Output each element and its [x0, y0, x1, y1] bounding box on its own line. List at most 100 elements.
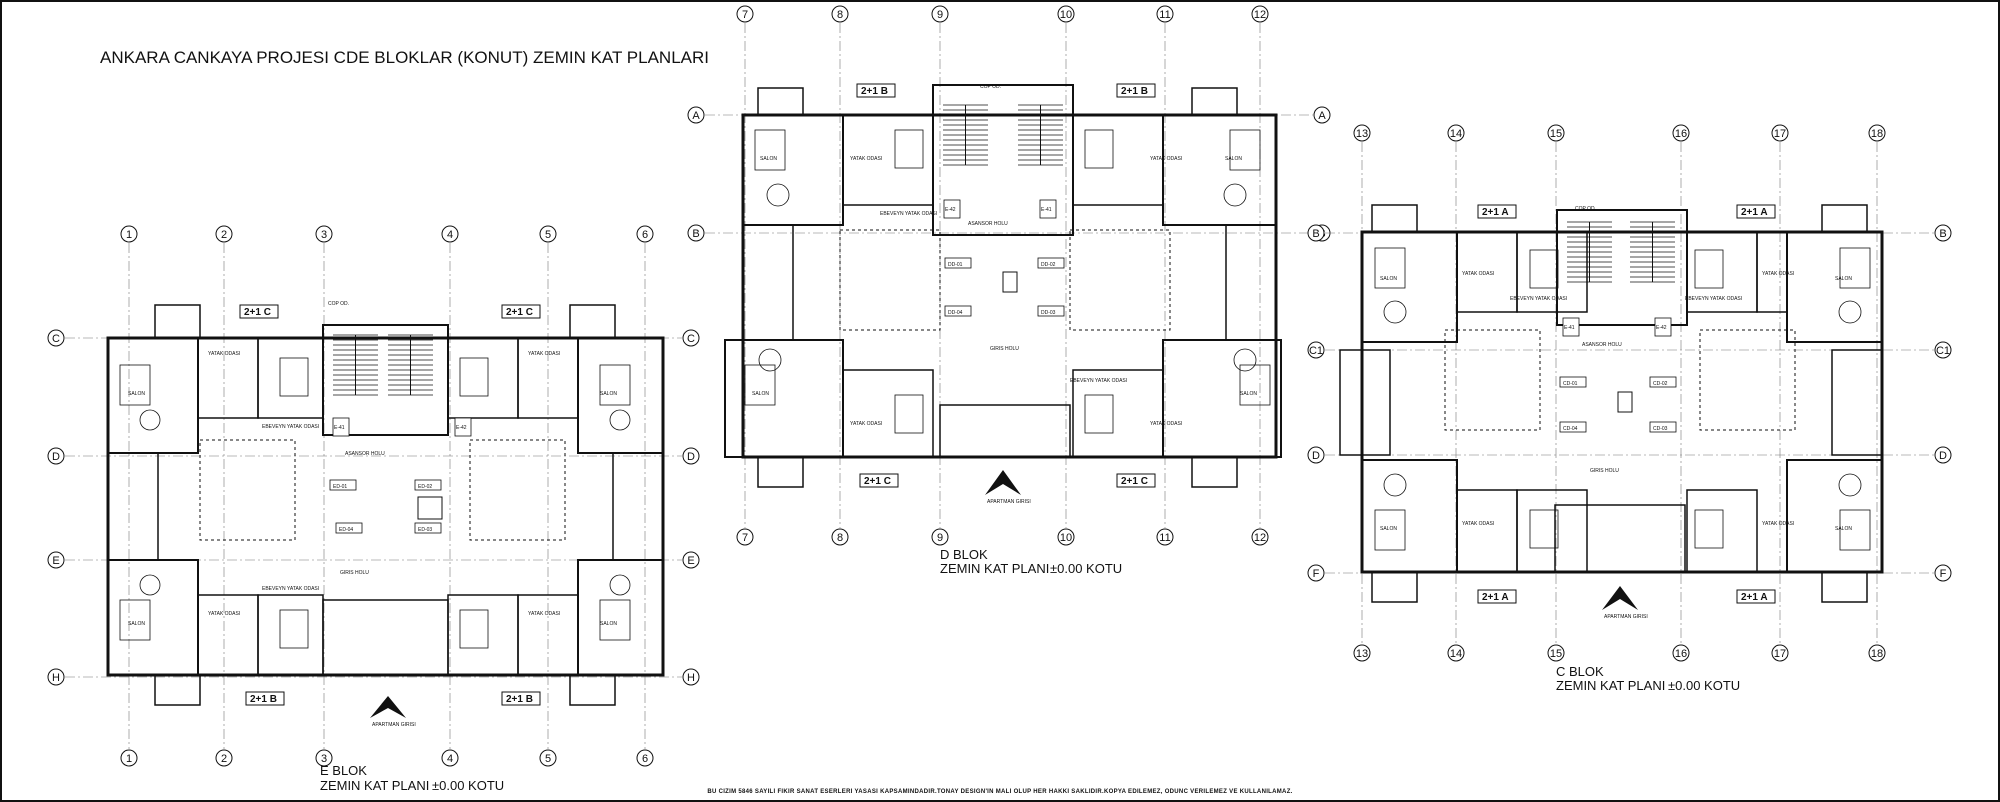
copyright-footer: BU CIZIM 5846 SAYILI FIKIR SANAT ESERLER… — [707, 789, 1292, 795]
c-block-door-tags: CD-01 CD-02 CD-03 CD-04 E-41 E-42 — [1559, 317, 1677, 433]
entrance-label: APARTMAN GIRISI — [987, 499, 1031, 505]
column-axis-bubble-label: 5 — [545, 229, 551, 241]
row-axis-bubble: E — [682, 551, 700, 569]
column-axis-bubble: 15 — [1547, 124, 1565, 142]
column-axis-bubble-label: 6 — [642, 753, 648, 765]
room-label: ASANSOR HOLU — [1582, 342, 1622, 348]
door-tag: ED-02 — [418, 484, 432, 490]
column-axis-bubble-label: 18 — [1871, 648, 1883, 660]
row-axis-bubble: C1 — [1307, 341, 1325, 359]
elevator-tag: E-42 — [456, 425, 467, 431]
elevator-tag: E-41 — [1564, 325, 1575, 331]
unit-tag: 2+1 B — [250, 694, 277, 705]
e-block-title: E BLOK — [320, 763, 367, 778]
room-label: GIRIS HOLU — [340, 570, 369, 576]
row-axis-bubble: A — [687, 106, 705, 124]
row-axis-bubble: C1 — [1934, 341, 1952, 359]
d-block-grid: 778899101011111212AABB — [687, 5, 1331, 546]
room-label: SALON — [600, 621, 617, 627]
room-label: SALON — [600, 391, 617, 397]
unit-tag: 2+1 A — [1741, 207, 1768, 218]
row-axis-bubble-label: C — [52, 333, 60, 345]
column-axis-bubble: 4 — [441, 225, 459, 243]
door-tag: DD-02 — [1041, 262, 1056, 268]
column-axis-bubble: 15 — [1547, 644, 1565, 662]
room-label: YATAK ODASI — [1150, 156, 1182, 162]
room-label: EBEVEYN YATAK ODASI — [1685, 296, 1742, 302]
elevator-tag: E-41 — [1041, 207, 1052, 213]
row-axis-bubble-label: B — [1312, 228, 1319, 240]
column-axis-bubble-label: 9 — [937, 9, 943, 21]
unit-tag: 2+1 C — [506, 307, 533, 318]
column-axis-bubble-label: 16 — [1675, 128, 1687, 140]
door-tag: CD-04 — [1563, 426, 1578, 432]
room-label: EBEVEYN YATAK ODASI — [1510, 296, 1567, 302]
column-axis-bubble: 13 — [1353, 644, 1371, 662]
room-label: YATAK ODASI — [528, 611, 560, 617]
e-block-stairs — [333, 334, 433, 396]
column-axis-bubble: 7 — [736, 528, 754, 546]
room-label: GIRIS HOLU — [1590, 468, 1619, 474]
e-block-furniture — [119, 357, 631, 649]
column-axis-bubble-label: 5 — [545, 753, 551, 765]
room-label: YATAK ODASI — [1150, 421, 1182, 427]
column-axis-bubble-label: 10 — [1060, 9, 1072, 21]
column-axis-bubble: 7 — [736, 5, 754, 23]
d-block-title: D BLOK — [940, 547, 988, 562]
unit-tag: 2+1 B — [861, 86, 888, 97]
column-axis-bubble: 12 — [1251, 528, 1269, 546]
room-label: YATAK ODASI — [1762, 521, 1794, 527]
column-axis-bubble-label: 13 — [1356, 648, 1368, 660]
row-axis-bubble: C — [47, 329, 65, 347]
room-label: SALON — [128, 391, 145, 397]
column-axis-bubble: 11 — [1156, 5, 1174, 23]
row-axis-bubble: F — [1934, 564, 1952, 582]
row-axis-bubble-label: D — [52, 451, 60, 463]
column-axis-bubble: 18 — [1868, 644, 1886, 662]
c-block-title: C BLOK — [1556, 664, 1604, 679]
d-block-door-tags: DD-01 DD-02 DD-03 DD-04 E-42 E-41 — [943, 199, 1065, 317]
row-axis-bubble: E — [47, 551, 65, 569]
room-label: COP OD. — [980, 84, 1001, 90]
door-tag: ED-03 — [418, 527, 432, 533]
room-label: SALON — [1225, 156, 1242, 162]
row-axis-bubble-label: C1 — [1309, 345, 1323, 357]
door-tag: DD-01 — [948, 262, 963, 268]
d-block-unit-tags: 2+1 B 2+1 B 2+1 C 2+1 C — [856, 83, 1156, 488]
c-block-plan-label: ZEMIN KAT PLANI — [1556, 678, 1665, 693]
d-block-plan-label: ZEMIN KAT PLANI — [940, 561, 1049, 576]
column-axis-bubble: 2 — [215, 225, 233, 243]
row-axis-bubble: D — [1307, 446, 1325, 464]
column-axis-bubble: 8 — [831, 5, 849, 23]
e-block-door-tags: ED-01 ED-02 ED-03 ED-04 E-41 E-42 — [329, 417, 472, 534]
entrance-label: APARTMAN GIRISI — [1604, 614, 1648, 620]
row-axis-bubble-label: H — [52, 672, 60, 684]
d-block-plan: 778899101011111212AABB — [687, 5, 1331, 576]
column-axis-bubble-label: 1 — [126, 229, 132, 241]
row-axis-bubble-label: B — [692, 228, 699, 240]
column-axis-bubble: 3 — [315, 225, 333, 243]
room-label: ASANSOR HOLU — [345, 451, 385, 457]
row-axis-bubble-label: C — [687, 333, 695, 345]
column-axis-bubble-label: 17 — [1774, 128, 1786, 140]
row-axis-bubble: B — [1934, 224, 1952, 242]
door-tag: DD-04 — [948, 310, 963, 316]
d-block-walls — [724, 84, 1282, 488]
e-block-walls — [106, 304, 665, 706]
column-axis-bubble: 11 — [1156, 528, 1174, 546]
door-tag: CD-02 — [1653, 381, 1668, 387]
column-axis-bubble: 14 — [1447, 644, 1465, 662]
d-block-entrance: APARTMAN GIRISI — [985, 470, 1031, 505]
row-axis-bubble-label: A — [1318, 110, 1326, 122]
column-axis-bubble-label: 7 — [742, 532, 748, 544]
column-axis-bubble: 13 — [1353, 124, 1371, 142]
c-block-level: ±0.00 KOTU — [1668, 678, 1740, 693]
column-axis-bubble: 16 — [1672, 124, 1690, 142]
column-axis-bubble: 12 — [1251, 5, 1269, 23]
column-axis-bubble-label: 15 — [1550, 128, 1562, 140]
c-block-unit-tags: 2+1 A 2+1 A 2+1 A 2+1 A — [1477, 204, 1776, 604]
